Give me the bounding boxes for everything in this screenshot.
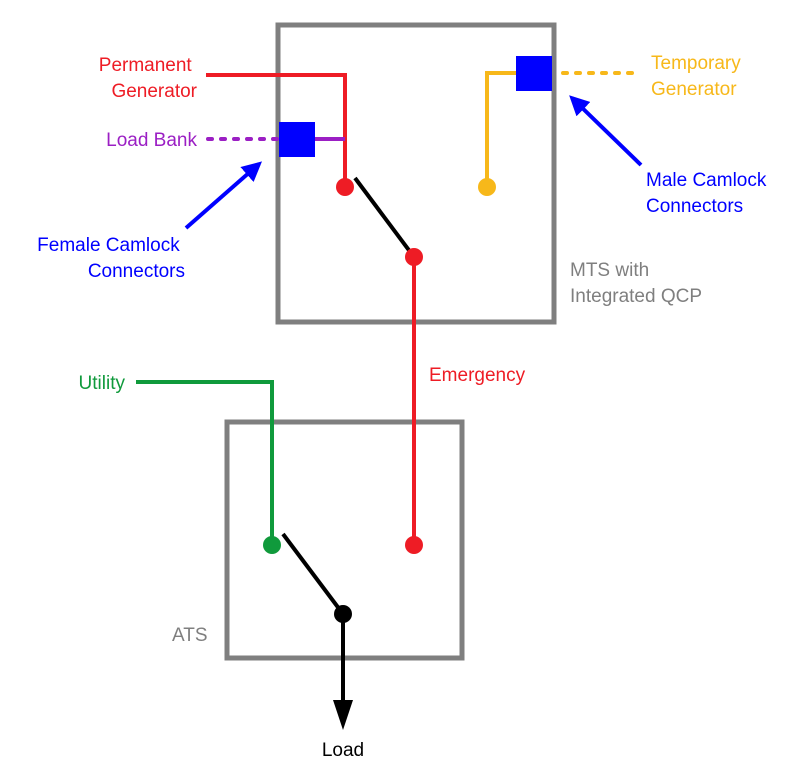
temporary-generator-label: Temporary Generator bbox=[651, 53, 746, 100]
mts-temporary-contact bbox=[478, 178, 496, 196]
load-arrowhead bbox=[333, 700, 353, 730]
utility-wire bbox=[136, 380, 274, 545]
ats-utility-contact bbox=[263, 536, 281, 554]
load-label: Load bbox=[322, 740, 364, 761]
ats-emergency-contact bbox=[405, 536, 423, 554]
male-camlock-label: Male Camlock Connectors bbox=[646, 170, 772, 217]
female-camlock-connector bbox=[279, 122, 315, 157]
mts-permanent-contact bbox=[336, 178, 354, 196]
ats-switch-blade bbox=[281, 532, 345, 616]
ats-label: ATS bbox=[172, 625, 208, 646]
male-camlock-connector bbox=[516, 56, 552, 91]
mts-label: MTS with Integrated QCP bbox=[570, 260, 702, 307]
mts-switch-blade bbox=[353, 176, 416, 259]
female-camlock-arrow bbox=[184, 161, 263, 230]
female-camlock-label: Female Camlock Connectors bbox=[37, 235, 185, 282]
temporary-generator-wire bbox=[485, 71, 517, 187]
permanent-generator-wire bbox=[206, 73, 347, 187]
load-bank-label: Load Bank bbox=[106, 130, 197, 151]
permanent-generator-label: Permanent Generator bbox=[99, 55, 198, 102]
utility-label: Utility bbox=[79, 373, 126, 394]
male-camlock-arrow bbox=[569, 95, 643, 167]
emergency-label: Emergency bbox=[429, 365, 526, 386]
